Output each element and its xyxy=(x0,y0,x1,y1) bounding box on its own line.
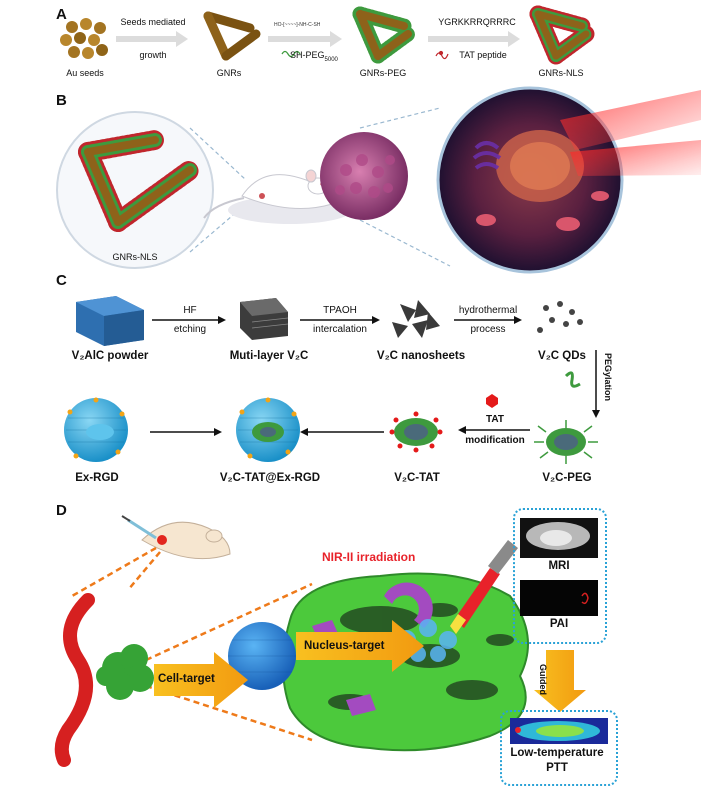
guided-arrow xyxy=(534,650,586,712)
blood-vessel xyxy=(54,593,95,767)
svg-text:HO-[~~~~]-NH-C-SH: HO-[~~~~]-NH-C-SH xyxy=(274,22,321,28)
c-tat-below: modification xyxy=(465,435,525,446)
c-row2-0: Ex-RGD xyxy=(75,472,119,484)
v2c-nanosheets-icon xyxy=(392,300,440,338)
multi-layer-v2c-icon xyxy=(240,298,289,340)
a-step1-above: Seeds mediated xyxy=(120,17,186,27)
c-arrow3-below: process xyxy=(470,324,506,335)
v2c-tat-icon xyxy=(389,411,443,453)
c-row1-1: Muti-layer V₂C xyxy=(229,350,309,362)
c-arrow3-above: hydrothermal xyxy=(458,305,518,316)
laser-beam xyxy=(560,90,701,176)
tat-peptide-icon xyxy=(435,50,449,60)
c-arrow2-above: TPAOH xyxy=(323,305,357,316)
d-guided: Guided xyxy=(538,664,548,695)
a-step3-below: TAT peptide xyxy=(459,50,507,60)
gnr-peg-triangle-icon xyxy=(352,6,416,64)
tumor-icon xyxy=(96,644,154,700)
imaging-box xyxy=(513,508,607,644)
panel-d-label: D xyxy=(56,502,67,519)
a-step3-above: YGRKKRRQRRRC xyxy=(438,17,516,27)
v2c-peg-icon xyxy=(534,420,598,464)
d-pai: PAI xyxy=(549,618,569,630)
c-row2-3: V₂C-PEG xyxy=(542,472,592,484)
tat-hexagon-icon xyxy=(486,394,498,408)
d-ptt-line1: Low-temperature xyxy=(510,747,604,759)
d-cell-target: Cell-target xyxy=(158,673,215,685)
ptt-box xyxy=(500,710,618,786)
a-product-1: GNRs xyxy=(216,68,242,78)
nucleus-target-arrow xyxy=(296,620,424,672)
panel-a-label: A xyxy=(56,6,67,23)
c-arrow1-below: etching xyxy=(173,324,207,335)
v2c-tat-ex-rgd-icon xyxy=(236,397,300,462)
au-seeds-icon xyxy=(60,18,108,59)
a-product-0: Au seeds xyxy=(66,68,104,78)
panel-b-label: B xyxy=(56,92,67,109)
a-peg-label: SH-PEG5000 xyxy=(290,50,360,63)
cell-target-arrow xyxy=(154,652,248,708)
ex-rgd-icon xyxy=(64,397,128,462)
a-product-3: GNRs-NLS xyxy=(538,68,584,78)
tissue-sphere xyxy=(320,132,408,220)
v2alc-powder-icon xyxy=(76,296,144,346)
c-row2-1: V₂C-TAT@Ex-RGD xyxy=(219,472,321,484)
peg-chain-icon xyxy=(281,50,301,58)
d-ptt-line2: PTT xyxy=(546,762,568,774)
gnrs-nls-triangle-large xyxy=(78,130,200,232)
c-tat-above: TAT xyxy=(486,414,504,425)
laser-pointer-icon xyxy=(450,540,518,634)
c-row1-3: V₂C QDs xyxy=(538,350,586,362)
d-nir-label: NIR-II irradiation xyxy=(322,550,416,564)
c-row1-2: V₂C nanosheets xyxy=(376,350,466,362)
b-caption: GNRs-NLS xyxy=(112,252,158,262)
a-product-2: GNRs-PEG xyxy=(359,68,407,78)
gnr-triangle-icon xyxy=(203,11,261,61)
a-step1-below: growth xyxy=(139,50,167,60)
a-peg-sub: 5000 xyxy=(324,56,338,63)
panel-c-label: C xyxy=(56,272,67,289)
a-peg-text: SH-PEG xyxy=(290,50,325,60)
d-nucleus-target: Nucleus-target xyxy=(304,640,385,652)
d-mri: MRI xyxy=(548,560,570,572)
c-row1-0: V₂AlC powder xyxy=(71,350,149,362)
mouse-icon xyxy=(203,169,352,224)
mouse-with-syringe-icon xyxy=(121,515,231,560)
c-arrow1-above: HF xyxy=(183,305,197,316)
c-arrow2-below: intercalation xyxy=(313,324,367,335)
v2c-qds-icon xyxy=(537,301,583,333)
gnr-nls-triangle-icon xyxy=(529,5,595,65)
c-row2-2: V₂C-TAT xyxy=(394,472,440,484)
pai-image xyxy=(520,580,598,616)
